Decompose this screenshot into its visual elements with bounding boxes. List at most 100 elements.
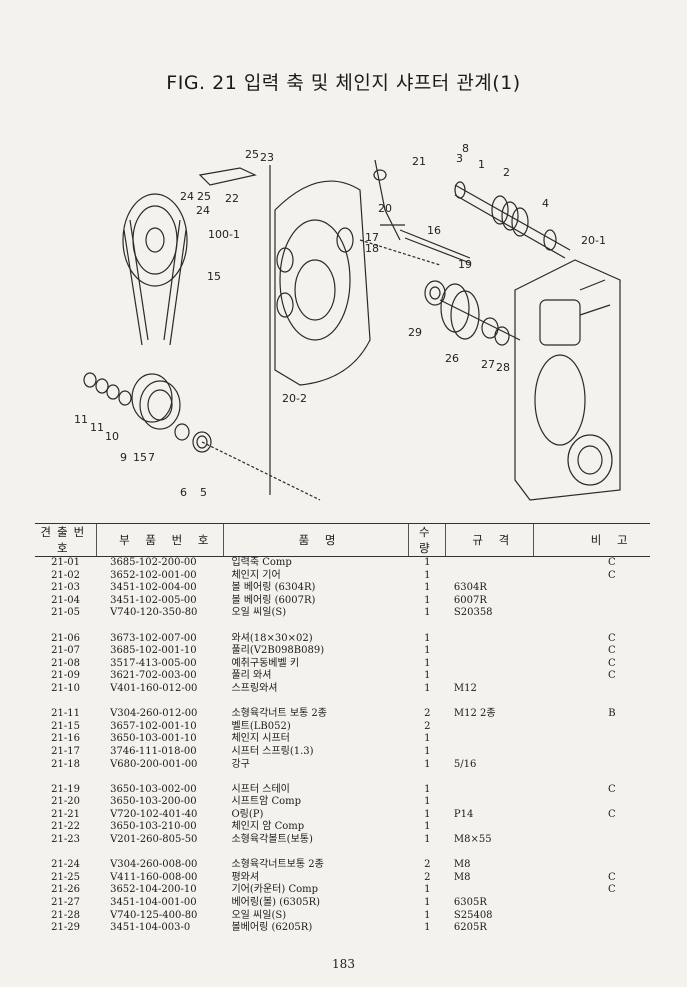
qty-cell: 1 <box>424 582 431 594</box>
remarks-cell <box>534 910 650 923</box>
part-no-cell: V411-160-008-00 <box>110 871 198 883</box>
part-no-cell: V720-102-401-40 <box>110 808 198 820</box>
svg-text:19: 19 <box>458 258 472 271</box>
item-no-cell: 21-20 <box>51 796 80 808</box>
spec-cell: S20358 <box>453 607 493 619</box>
qty-cell: 1 <box>424 922 431 934</box>
svg-text:15: 15 <box>133 451 147 464</box>
part-no-cell: 3451-102-004-00 <box>110 582 197 594</box>
part-name-cell: 볼 베어링 (6304R) <box>231 582 316 594</box>
svg-text:10: 10 <box>105 430 119 443</box>
spec-cell: M12 <box>453 682 477 694</box>
item-no-cell: 21-07 <box>51 645 80 657</box>
qty-cell: 1 <box>424 796 431 808</box>
item-no-cell: 21-06 <box>51 632 80 644</box>
remarks-cell <box>534 607 650 620</box>
remarks-cell <box>534 721 650 734</box>
remarks-cell: C <box>608 884 616 896</box>
remarks-cell <box>534 746 650 759</box>
part-no-cell: 3746-111-018-00 <box>110 745 197 757</box>
col-header-part-name: 품 명 <box>222 523 409 557</box>
item-no-cell: 21-29 <box>51 922 80 934</box>
part-no-cell: 3652-104-200-10 <box>110 884 197 896</box>
svg-text:23: 23 <box>260 151 274 164</box>
part-name-cell: 강구 <box>231 758 250 770</box>
spec-cell <box>446 557 534 570</box>
svg-text:26: 26 <box>445 352 459 365</box>
qty-cell: 1 <box>424 783 431 795</box>
svg-text:29: 29 <box>408 326 422 339</box>
remarks-cell: C <box>608 569 616 581</box>
svg-text:17: 17 <box>365 231 379 244</box>
part-name-cell: 평와셔 <box>231 871 260 883</box>
part-name-cell: 오일 씨일(S) <box>231 607 287 619</box>
svg-text:21: 21 <box>412 155 426 168</box>
svg-text:4: 4 <box>542 197 549 210</box>
figure-title: FIG. 21 입력 축 및 체인지 샤프터 관계(1) <box>166 72 521 94</box>
part-name-cell: 체인지 시프터 <box>231 733 290 745</box>
spec-cell <box>446 746 534 759</box>
part-name-cell: 시프터 스프링(1.3) <box>231 745 314 757</box>
page-number: 183 <box>332 957 355 971</box>
qty-cell: 1 <box>424 745 431 757</box>
part-no-cell: 3685-102-200-00 <box>110 557 197 568</box>
part-no-cell: 3451-104-003-0 <box>110 922 191 934</box>
svg-text:20-1: 20-1 <box>581 234 606 247</box>
svg-text:3: 3 <box>456 152 463 165</box>
qty-cell: 1 <box>424 834 431 846</box>
part-name-cell: O링(P) <box>231 808 264 820</box>
part-name-cell: 시프트암 Comp <box>231 796 302 808</box>
part-no-cell: V680-200-001-00 <box>110 758 198 770</box>
part-no-cell: 3650-103-200-00 <box>110 796 197 808</box>
qty-cell: 1 <box>424 632 431 644</box>
part-name-cell: 오일 씨일(S) <box>231 909 287 921</box>
part-no-cell: 3650-103-002-00 <box>110 783 197 795</box>
group-spacer <box>35 847 650 860</box>
part-no-cell: V201-260-805-50 <box>110 834 198 846</box>
qty-cell: 1 <box>424 682 431 694</box>
part-name-cell: 기어(카운터) Comp <box>231 884 319 896</box>
part-no-cell: 3652-102-001-00 <box>110 569 197 581</box>
spec-cell: 6007R <box>453 594 487 606</box>
item-no-cell: 21-08 <box>51 657 80 669</box>
remarks-cell: C <box>608 557 616 568</box>
spec-cell: P14 <box>453 808 474 820</box>
group-spacer <box>35 620 650 633</box>
svg-text:2: 2 <box>503 166 510 179</box>
part-name-cell: 와셔(18×30×02) <box>231 632 313 644</box>
table-header-row: 견출번호 부 품 번 호 품 명 수 량 규 격 비 고 <box>35 523 650 557</box>
qty-cell: 2 <box>424 859 431 871</box>
part-no-cell: 3517-413-005-00 <box>110 657 197 669</box>
group-spacer <box>35 696 650 709</box>
remarks-cell: C <box>608 871 616 883</box>
svg-text:11: 11 <box>90 421 104 434</box>
part-no-cell: V304-260-012-00 <box>110 708 198 720</box>
qty-cell: 1 <box>424 569 431 581</box>
item-no-cell: 21-16 <box>51 733 80 745</box>
qty-cell: 2 <box>424 871 431 883</box>
remarks-cell <box>534 897 650 910</box>
remarks-cell <box>534 595 650 608</box>
part-name-cell: 예취구동베벨 키 <box>231 657 300 669</box>
svg-text:28: 28 <box>496 361 510 374</box>
item-no-cell: 21-15 <box>51 720 80 732</box>
item-no-cell: 21-03 <box>51 582 80 594</box>
item-no-cell: 21-22 <box>51 821 80 833</box>
svg-text:18: 18 <box>365 242 379 255</box>
qty-cell: 1 <box>424 808 431 820</box>
qty-cell: 2 <box>424 708 431 720</box>
